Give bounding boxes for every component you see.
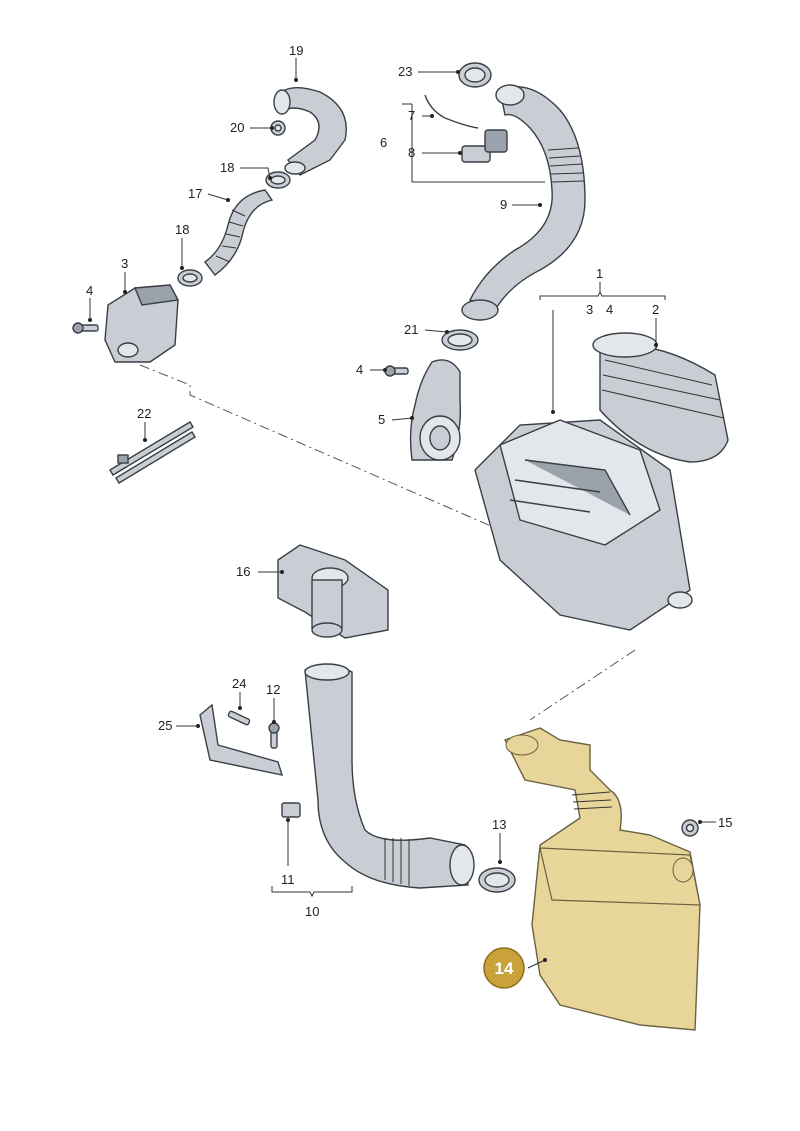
callout-labels: 19 20 18 17 18 3 4 22 23 6 7 8 9 21 4 5 … <box>86 43 732 919</box>
callout-23: 23 <box>398 64 412 79</box>
part-21-clamp[interactable] <box>441 329 479 351</box>
callout-15: 15 <box>718 815 732 830</box>
part-10-lower-duct[interactable] <box>304 663 475 889</box>
callout-20: 20 <box>230 120 244 135</box>
part-4-screw-mid[interactable] <box>384 365 409 377</box>
callout-7: 7 <box>408 108 415 123</box>
callout-12: 12 <box>266 682 280 697</box>
callout-22: 22 <box>137 406 151 421</box>
part-17-corrugated-hose[interactable] <box>204 189 274 276</box>
part-18-clamp-lower[interactable] <box>177 269 203 287</box>
part-18-clamp-upper[interactable] <box>265 171 291 189</box>
part-7-cable[interactable] <box>424 94 479 129</box>
part-1-air-filter-box[interactable] <box>474 419 693 631</box>
callout-3: 3 <box>121 256 128 271</box>
part-12-screw[interactable] <box>268 722 280 749</box>
callout-17: 17 <box>188 186 202 201</box>
callout-11: 11 <box>281 872 295 887</box>
callout-25: 25 <box>158 718 172 733</box>
part-24-screw[interactable] <box>227 710 251 726</box>
callout-13: 13 <box>492 817 506 832</box>
callout-6: 6 <box>380 135 387 150</box>
callout-18-lower: 18 <box>175 222 189 237</box>
part-16-bracket[interactable] <box>277 544 389 639</box>
callout-4-mid: 4 <box>356 362 363 377</box>
callout-5: 5 <box>378 412 385 427</box>
callout-4-left: 4 <box>86 283 93 298</box>
callout-14: 14 <box>495 959 514 978</box>
callout-4-sub: 4 <box>606 302 613 317</box>
part-2-filter-element[interactable] <box>592 332 729 463</box>
callout-2: 2 <box>652 302 659 317</box>
callout-24: 24 <box>232 676 246 691</box>
callout-9: 9 <box>500 197 507 212</box>
callout-16: 16 <box>236 564 250 579</box>
badge-circle <box>483 947 525 989</box>
callout-10: 10 <box>305 904 319 919</box>
callout-19: 19 <box>289 43 303 58</box>
part-25-bracket[interactable] <box>199 703 284 776</box>
callout-1: 1 <box>596 266 603 281</box>
part-14-resonator-highlighted[interactable] <box>504 727 701 1031</box>
callout-8: 8 <box>408 145 415 160</box>
part-15-nut[interactable] <box>681 819 699 837</box>
callout-18-upper: 18 <box>220 160 234 175</box>
part-9-intake-duct[interactable] <box>461 84 586 321</box>
part-8-sensor[interactable] <box>461 129 508 163</box>
part-4-screw-left[interactable] <box>72 322 99 334</box>
part-22-cable-ties[interactable] <box>109 421 196 484</box>
part-11-clip[interactable] <box>281 802 301 818</box>
part-3-intake-housing[interactable] <box>104 284 180 363</box>
part-13-clamp[interactable] <box>478 867 516 893</box>
part-5-elbow[interactable] <box>409 359 462 461</box>
callout-14-badge[interactable]: 14 <box>483 947 525 989</box>
part-20-nut[interactable] <box>270 120 286 136</box>
assembly-lines <box>139 364 636 721</box>
part-23-clamp[interactable] <box>458 62 492 88</box>
part-19-pipe[interactable] <box>273 87 347 176</box>
callout-3-sub: 3 <box>586 302 593 317</box>
callout-21: 21 <box>404 322 418 337</box>
callout-lines <box>88 58 716 969</box>
